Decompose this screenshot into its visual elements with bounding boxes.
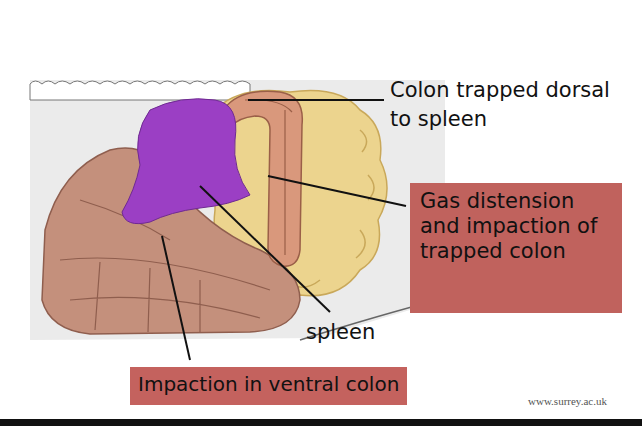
leader-line — [248, 99, 384, 101]
spleen-organ — [122, 99, 250, 224]
leader-line — [200, 186, 330, 312]
watermark: www.surrey.ac.uk — [528, 394, 607, 409]
callout-box: Impaction in ventral colon — [130, 367, 407, 405]
ventral-colon-bands — [60, 200, 270, 332]
callout-text: Gas distension and impaction of trapped … — [420, 189, 612, 265]
callout-label: spleen — [306, 318, 375, 347]
leader-line — [268, 176, 406, 206]
leader-line — [162, 236, 190, 360]
callout-box: Gas distension and impaction of trapped … — [410, 183, 622, 313]
body-panel — [30, 80, 445, 340]
trapped-colon-bands — [245, 100, 292, 255]
bottom-bar — [0, 419, 642, 426]
spine — [30, 81, 250, 100]
callout-label: Colon trapped dorsal to spleen — [390, 76, 615, 135]
intestine-folds — [290, 130, 374, 287]
callout-text: Impaction in ventral colon — [138, 372, 399, 396]
